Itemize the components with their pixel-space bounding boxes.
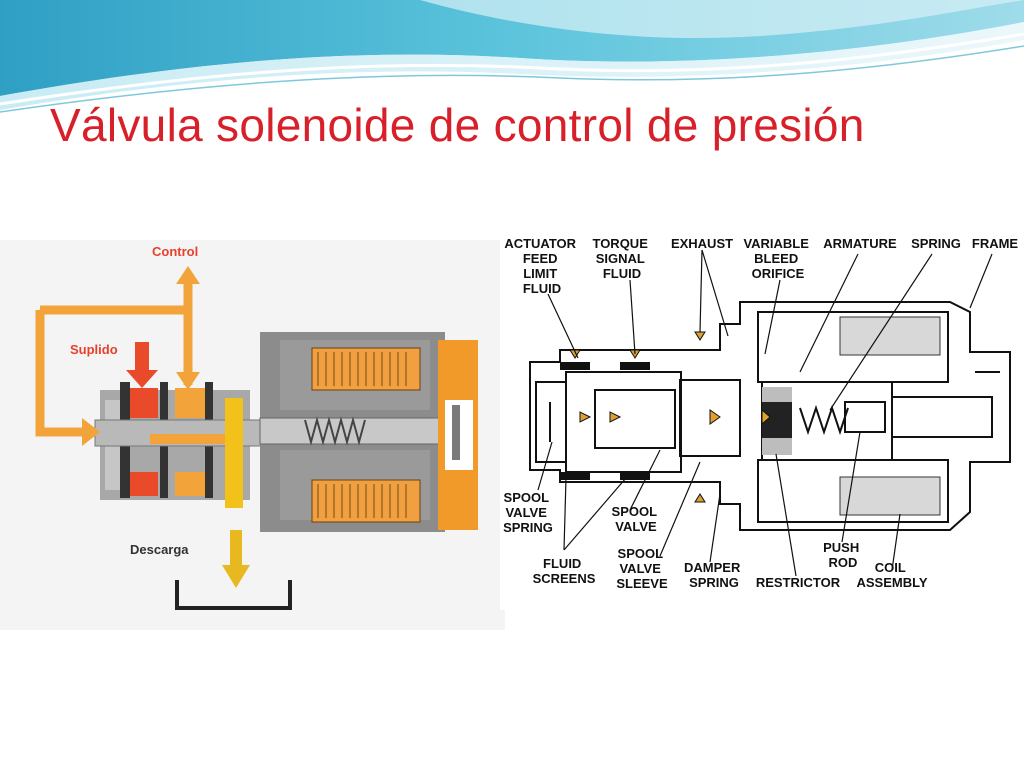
label-push-rod: PUSH ROD — [823, 540, 863, 570]
label-spool-valve-spring: SPOOL VALVE SPRING — [503, 490, 553, 535]
label-damper-spring: DAMPER SPRING — [684, 560, 744, 590]
label-restrictor: RESTRICTOR — [756, 575, 841, 590]
label-fluid-screens: FLUID SCREENS — [533, 556, 596, 586]
left-cutaway-diagram: Control Suplido Descarga — [0, 240, 505, 630]
label-spool-valve: SPOOL VALVE — [612, 504, 661, 534]
label-suplido: Suplido — [70, 342, 118, 357]
wave-banner — [0, 0, 1024, 113]
label-armature: ARMATURE — [823, 236, 897, 251]
label-torque-signal-fluid: TORQUE SIGNAL FLUID — [592, 236, 651, 281]
label-coil-assembly: COIL ASSEMBLY — [856, 560, 927, 590]
label-spring: SPRING — [911, 236, 961, 251]
label-actuator-feed-limit-fluid: ACTUATOR FEED LIMIT FLUID — [504, 236, 579, 296]
label-variable-bleed-orifice: VARIABLE BLEED ORIFICE — [743, 236, 812, 281]
slide-title: Válvula solenoide de control de presión — [50, 99, 865, 151]
label-exhaust: EXHAUST — [671, 236, 733, 251]
label-control: Control — [152, 244, 198, 259]
label-frame: FRAME — [972, 236, 1019, 251]
right-technical-diagram: ACTUATOR FEED LIMIT FLUID TORQUE SIGNAL … — [500, 232, 1024, 610]
label-descarga: Descarga — [130, 542, 189, 557]
label-spool-valve-sleeve: SPOOL VALVE SLEEVE — [616, 546, 668, 591]
